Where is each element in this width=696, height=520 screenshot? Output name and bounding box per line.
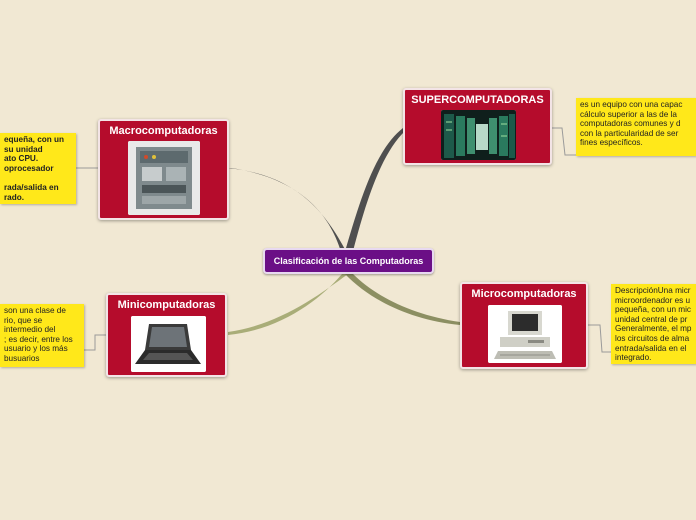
central-topic-label: Clasificación de las Computadoras [274, 256, 424, 266]
note-supercomputadoras: es un equipo con una capac cálculo super… [576, 98, 696, 156]
node-supercomputadoras[interactable]: SUPERCOMPUTADORAS [403, 88, 552, 165]
node-microcomputadoras[interactable]: Microcomputadoras [460, 282, 588, 369]
connector-mini-note [84, 335, 107, 350]
branch-macro [228, 168, 348, 255]
node-macrocomputadoras[interactable]: Macrocomputadoras [98, 119, 229, 220]
central-topic[interactable]: Clasificación de las Computadoras [263, 248, 434, 274]
connector-micro-note [587, 325, 611, 352]
node-minicomputadoras[interactable]: Minicomputadoras [106, 293, 227, 377]
note-microcomputadoras: DescripciónUna micr microordenador es u … [611, 284, 696, 364]
server-racks-image [441, 110, 516, 160]
connector-super-note [551, 128, 576, 155]
desktop-pc-image [488, 305, 562, 363]
mainframe-image [128, 141, 200, 215]
note-minicomputadoras: son una clase de rio, que se intermedio … [0, 304, 84, 367]
branch-micro [345, 274, 460, 325]
branch-mini [228, 274, 348, 335]
laptop-image [131, 316, 206, 372]
note-macrocomputadoras: equeña, con un su unidad ato CPU. oproce… [0, 133, 76, 204]
node-macrocomputadoras-title: Macrocomputadoras [100, 125, 227, 137]
node-minicomputadoras-title: Minicomputadoras [108, 299, 225, 311]
node-supercomputadoras-title: SUPERCOMPUTADORAS [405, 94, 550, 106]
branch-super [344, 128, 405, 255]
node-microcomputadoras-title: Microcomputadoras [462, 288, 586, 300]
